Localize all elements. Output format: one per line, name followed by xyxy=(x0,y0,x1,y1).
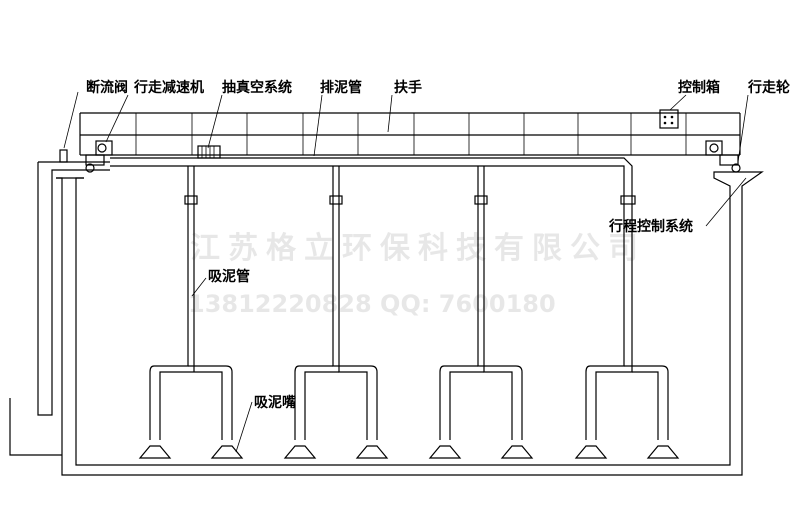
suction-unit-2 xyxy=(283,166,389,459)
discharge-pipe xyxy=(9,161,110,456)
label-control-box: 控制箱 xyxy=(678,79,720,96)
suction-unit-1 xyxy=(138,166,244,459)
bridge-truss xyxy=(79,112,741,156)
suction-unit-4 xyxy=(574,195,680,459)
label-stroke-control: 行程控制系统 xyxy=(608,218,693,235)
label-flow-valve: 断流阀 xyxy=(86,79,128,96)
label-vacuum-system: 抽真空系统 xyxy=(222,79,292,96)
suction-unit-3 xyxy=(428,166,534,459)
travel-wheel-icon xyxy=(85,163,741,173)
travel-reducer-right-icon xyxy=(705,140,739,166)
label-suction-pipe: 吸泥管 xyxy=(208,268,250,285)
label-travel-wheel: 行走轮 xyxy=(747,79,790,96)
sludge-header-pipe xyxy=(110,157,633,362)
leader-lines xyxy=(63,91,749,453)
vacuum-pump-icon xyxy=(197,145,221,159)
control-box-icon xyxy=(659,109,679,129)
watermark-company: 江苏格立环保科技有限公司 xyxy=(190,231,646,266)
label-sludge-pipe: 排泥管 xyxy=(320,79,362,96)
label-handrail: 扶手 xyxy=(394,79,422,96)
travel-reducer-left-icon xyxy=(85,140,113,166)
flow-valve-icon xyxy=(59,149,68,163)
label-travel-reducer: 行走减速机 xyxy=(133,79,204,96)
watermark-contact: 13812220828 QQ: 7600180 xyxy=(188,290,556,318)
label-suction-nozzle: 吸泥嘴 xyxy=(254,394,296,411)
tank xyxy=(56,171,764,476)
